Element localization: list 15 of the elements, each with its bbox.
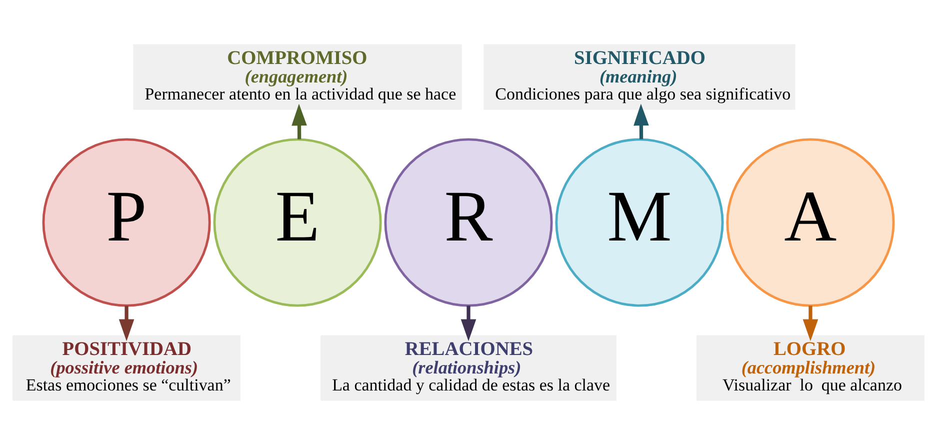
node-box: SIGNIFICADO (meaning) Condiciones para que algo sea significativo xyxy=(484,44,796,110)
node-circle: P xyxy=(42,138,211,306)
node-circle: M xyxy=(555,138,724,306)
node-circle: A xyxy=(726,138,895,306)
node-box: LOGRO (accomplishment) Visualizar lo que alcanzo xyxy=(696,334,924,400)
node-box: COMPROMISO (engagement) Permanecer atento en la actividad que se hace xyxy=(133,44,462,110)
arrow xyxy=(460,305,476,341)
arrow xyxy=(292,103,307,139)
node-circle: R xyxy=(384,138,553,306)
arrow xyxy=(802,305,818,341)
node-box: RELACIONES (relationships) La cantidad y calidad de estas es la clave xyxy=(320,334,616,400)
node-circle: E xyxy=(213,138,382,306)
node-box: POSITIVIDAD (possitive emotions) Estas emociones se “cultivan” xyxy=(12,334,241,400)
arrow xyxy=(634,103,649,139)
arrow xyxy=(118,305,134,341)
